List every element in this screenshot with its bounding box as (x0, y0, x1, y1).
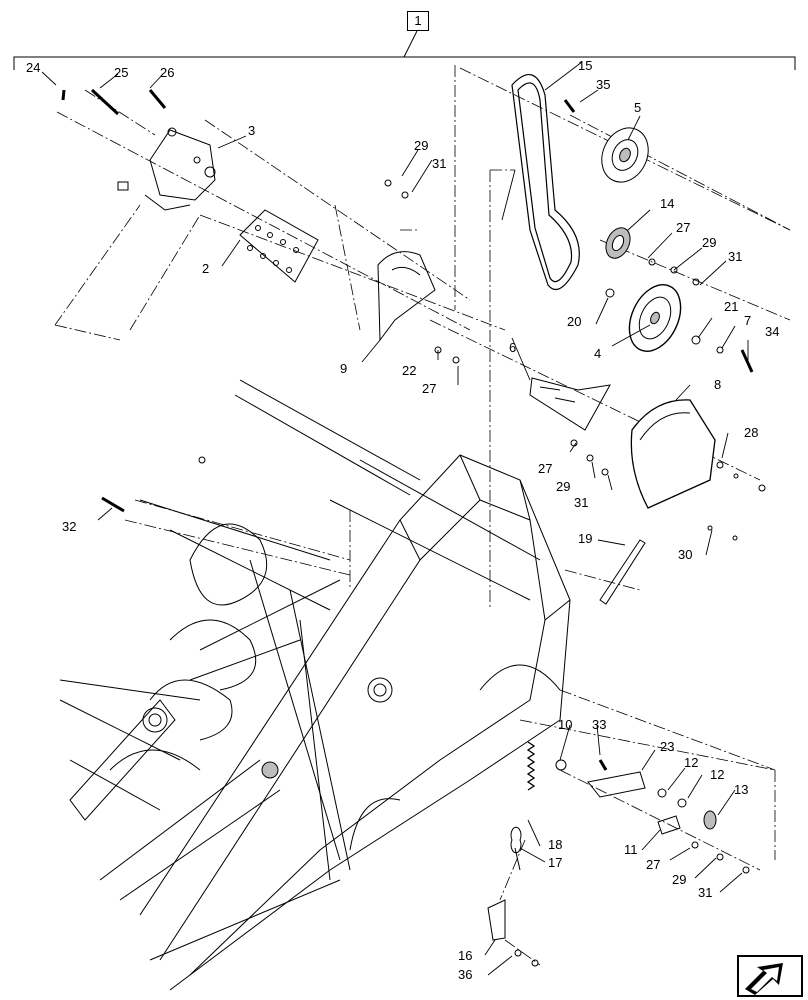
callout-31-top: 31 (432, 156, 447, 171)
callout-12-b: 12 (710, 767, 725, 782)
callout-36: 36 (458, 967, 473, 982)
callout-28: 28 (744, 425, 759, 440)
callout-16: 16 (458, 948, 473, 963)
callout-34: 34 (765, 324, 780, 339)
callout-14: 14 (660, 196, 675, 211)
part-11-pin (657, 815, 681, 835)
callout-27-mid: 27 (422, 381, 437, 396)
callout-32: 32 (62, 519, 77, 534)
callout-3: 3 (248, 123, 256, 138)
part-13-bushing (703, 810, 717, 830)
callout-20: 20 (567, 314, 582, 329)
callout-31-bottom: 31 (698, 885, 713, 900)
part-18-spring (526, 741, 536, 791)
part-3-bracket (117, 127, 216, 211)
callout-21: 21 (724, 299, 739, 314)
part-2-plate (239, 209, 319, 283)
callout-25: 25 (114, 65, 129, 80)
fasteners (61, 88, 766, 967)
callout-27-right: 27 (676, 220, 691, 235)
header-frame (59, 379, 571, 991)
assembly-bracket (13, 56, 796, 70)
drive-chain (69, 677, 393, 821)
callout-8: 8 (714, 377, 722, 392)
part-4-sheave (628, 284, 682, 352)
part-9-shield (377, 251, 436, 342)
callout-18: 18 (548, 837, 563, 852)
callout-2: 2 (202, 261, 210, 276)
callout-11: 11 (624, 842, 638, 857)
part-14-pulley (605, 227, 631, 259)
callout-7: 7 (744, 313, 752, 328)
callout-10: 10 (558, 717, 573, 732)
callout-33: 33 (592, 717, 607, 732)
part-6-bracket (529, 377, 611, 431)
next-page-arrow-icon[interactable] (737, 955, 803, 997)
callout-9: 9 (340, 361, 348, 376)
part-17-eyebolt (510, 826, 522, 871)
callout-5: 5 (634, 100, 642, 115)
part-8-guard (630, 399, 716, 509)
callout-29-bottom: 29 (672, 872, 687, 887)
part-19-rod (599, 539, 646, 605)
callout-27-bottom: 27 (646, 857, 661, 872)
callout-22: 22 (402, 363, 417, 378)
assembly-bracket-stem (403, 30, 418, 58)
callout-19: 19 (578, 531, 593, 546)
callout-13: 13 (734, 782, 749, 797)
callout-12-a: 12 (684, 755, 699, 770)
part-23-lever (587, 771, 646, 798)
callout-29-guard: 29 (556, 479, 571, 494)
callout-23: 23 (660, 739, 675, 754)
part-15-belt (511, 74, 580, 290)
assembly-reference-box: 1 (407, 11, 429, 31)
callout-31-guard: 31 (574, 495, 589, 510)
callout-27-guard: 27 (538, 461, 553, 476)
callout-4: 4 (594, 346, 602, 361)
part-16-bracket (487, 899, 506, 941)
callout-15: 15 (578, 58, 593, 73)
centre-lines (54, 65, 791, 966)
part-5-sheave (601, 127, 649, 183)
auger-flighting (109, 523, 268, 771)
callout-29-right: 29 (702, 235, 717, 250)
callout-35: 35 (596, 77, 611, 92)
callout-31-right: 31 (728, 249, 743, 264)
callout-24: 24 (26, 60, 41, 75)
callout-26: 26 (160, 65, 175, 80)
leader-lines (41, 61, 749, 976)
callout-30: 30 (678, 547, 693, 562)
callout-6: 6 (509, 340, 517, 355)
callout-17: 17 (548, 855, 563, 870)
callout-29-top: 29 (414, 138, 429, 153)
